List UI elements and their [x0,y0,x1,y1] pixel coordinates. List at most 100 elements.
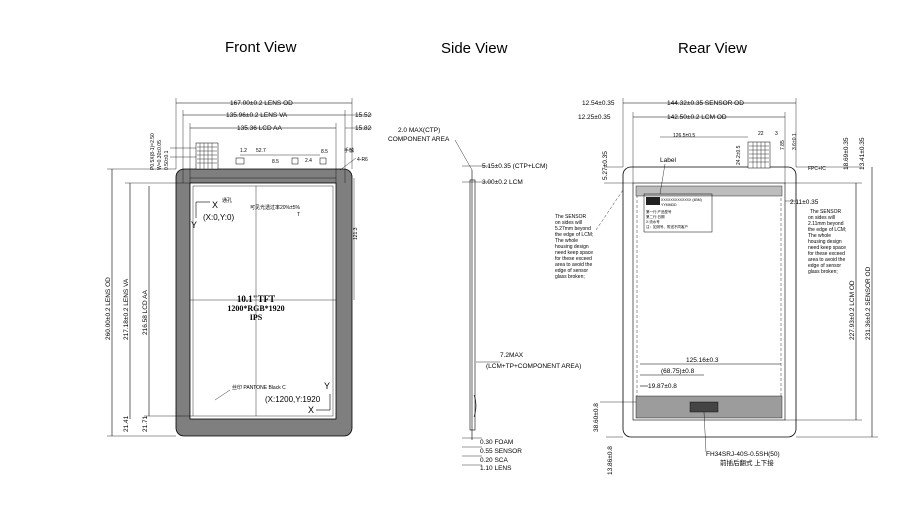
front-end-y: Y [324,381,330,391]
front-panel-resolution: 1200*RGB*1920 [227,304,284,313]
rear-note-left-6: housing design [555,244,589,250]
front-origin-x: X [212,200,218,210]
front-dim-2141: 21.41 [123,415,130,432]
rear-dim-527: 5.27±0.35 [602,151,609,180]
front-lcd-active-area [189,182,337,420]
rear-note-right-8: for these exceed [808,251,845,257]
rear-sensor-od-dim: 144.32±0.35 SENSOR OD [667,100,744,107]
rear-note-left-8: for these exceed [555,256,592,262]
rear-dim-1225: 12.25±0.35 [578,114,611,121]
rear-note-left-1: The SENSOR [555,214,587,220]
rear-sensor-note-right: The SENSOR on sides will 2.11mm beyond t… [808,209,846,275]
rear-note-right-7: need keep space [808,245,846,251]
side-component-area: COMPONENT AREA [388,136,450,143]
front-lens-va-dim: 135.96±0.2 LENS VA [226,112,288,119]
front-lcd-aa-dim: 135.36 LCD AA [237,125,282,132]
rear-view-title: Rear View [678,40,747,57]
rear-note-right-1: The SENSOR [810,209,842,215]
rear-dim-1265: 126.5±0.5 [673,133,695,139]
side-max-dim: 7.2MAX [500,352,524,359]
rear-lcm-od-dim: 142.50±0.2 LCM OD [667,114,727,121]
side-view: 2.0 MAX(CTP) COMPONENT AREA 5.15±0.35 (C… [388,127,581,472]
rear-sensor-note-left: The SENSOR on sides will 5.27mm beyond t… [555,214,593,280]
front-pantone-note: 丝印 PANTONE Black C [232,384,286,391]
front-radius-label: 4-R6 [357,157,368,163]
rear-note-left-10: edge of sensor [555,268,588,274]
front-panel-size: 10.1"TFT [237,294,275,304]
front-width-dim: W=0.30±0.05 [157,140,163,170]
rear-note-left-11: glass broken; [555,274,585,280]
front-t-note: T [297,212,300,218]
rear-connector [689,401,719,413]
front-small-dim-1: 1.2 [240,148,247,154]
front-end-coord: (X:1200,Y:1920 [265,395,321,404]
rear-note-right-10: edge of sensor [808,263,841,269]
rear-lcm-v-dim: 227.93±0.2 LCM OD [849,280,856,340]
rear-note-left-5: The whole [555,238,578,244]
rear-dim-12516: 125.16±0.3 [686,357,719,364]
front-origin-coord: (X:0,Y:0) [203,213,234,222]
rear-note-left-2: on sides will [555,220,582,226]
side-ctp-dim: 2.0 MAX(CTP) [398,127,440,134]
side-view-title: Side View [441,40,508,57]
rear-dim-36: 3.6±0.1 [792,133,798,150]
rear-note-right-6: housing design [808,239,842,245]
rear-dim-785: 7.85 [780,140,786,150]
rear-lcm-outline [632,182,786,421]
front-fpc [195,142,219,170]
front-small-dim-2: 8.5 [272,159,279,165]
front-origin-y: Y [191,220,197,230]
front-small-dim-6: 121.3 [353,227,359,240]
rear-view: XXXXXXXXXXXXX (4BM) YYMMDD 第一行:产品型号 第二行:… [555,98,878,475]
rear-label-line-2: YYMMDD [661,203,677,207]
side-sensor-dim: 0.55 SENSOR [480,448,522,455]
rear-note-right-9: area to avoid the [808,257,845,263]
side-sca-dim: 0.20 SCA [480,457,508,464]
side-lens-dim: 1.10 LENS [480,465,512,472]
front-small-dim-4: 2.4 [305,158,312,164]
rear-note-right-11: glass broken; [808,269,838,275]
front-v-lcd-aa-dim: 216.58 LCD AA [142,290,149,335]
front-va-line [192,185,334,417]
side-dim-515: 5.15±0.35 (CTP+LCM) [482,163,548,170]
rear-label-cn-4: 注：如测号、附送不同客户 [646,224,688,229]
side-dim-300: 3.00±0.2 LCM [482,179,523,186]
rear-dim-3860: 38.60±0.8 [593,403,600,432]
rear-note-right-2: on sides will [808,215,835,221]
front-v-lens-va-dim: 217.18±0.2 LENS VA [123,278,130,340]
front-pitch-dim: P0.5X(8-1)=2.50 [150,133,156,170]
rear-dim-1254: 12.54±0.35 [582,100,615,107]
rear-label-cn-2: 第二行:日期 [646,214,665,219]
rear-label-cn-1: 第一行:产品型号 [646,209,672,214]
rear-connector-model: FH34SRJ-40S-0.5SH(50) [706,451,780,458]
front-small-dim-5: 8.5 [321,149,328,155]
front-lens-od-dim: 167.00±0.2 LENS OD [230,100,293,107]
front-dim-2171: 21.71 [142,415,149,432]
rear-dim-211: 2.11±0.35 [790,199,819,206]
rear-note-left-4: the edge of LCM; [555,232,593,238]
rear-label-callout: Label [660,157,676,164]
rear-note-right-3: 2.11mm beyond [808,221,844,227]
rear-fpc-label: FPC+IC [808,166,826,172]
rear-fpc [747,141,771,169]
front-dim-1582: 15.82 [355,125,372,132]
rear-label-box [643,193,713,233]
rear-note-left-3: 5.27mm beyond [555,226,591,232]
front-gap-dim: 0.50±0.1 [164,150,170,170]
side-profile [469,179,476,431]
rear-dim-3: 3 [775,131,778,137]
rear-dim-6875: (68.75)±0.8 [661,368,695,375]
rear-dim-1386: 13.86±0.8 [607,446,614,475]
rear-note-left-9: area to avoid the [555,262,592,268]
rear-note-left-7: need keep space [555,250,593,256]
front-small-dim-3: 52.7 [256,148,266,154]
side-foam-dim: 0.30 FOAM [480,439,513,446]
front-hole-note: 通孔 [222,197,232,204]
front-view: 167.00±0.2 LENS OD 135.96±0.2 LENS VA 13… [105,98,372,437]
rear-dim-1869: 18.69±0.35 [843,137,850,170]
rear-label-cn-3: X:流水号 [646,219,660,224]
rear-connector-note: 前插后翻式 上下接 [720,458,774,467]
rear-sensor-v-dim: 231.36±0.2 SENSOR OD [865,266,872,340]
rear-dim-1341: 13.41±0.35 [859,137,866,170]
